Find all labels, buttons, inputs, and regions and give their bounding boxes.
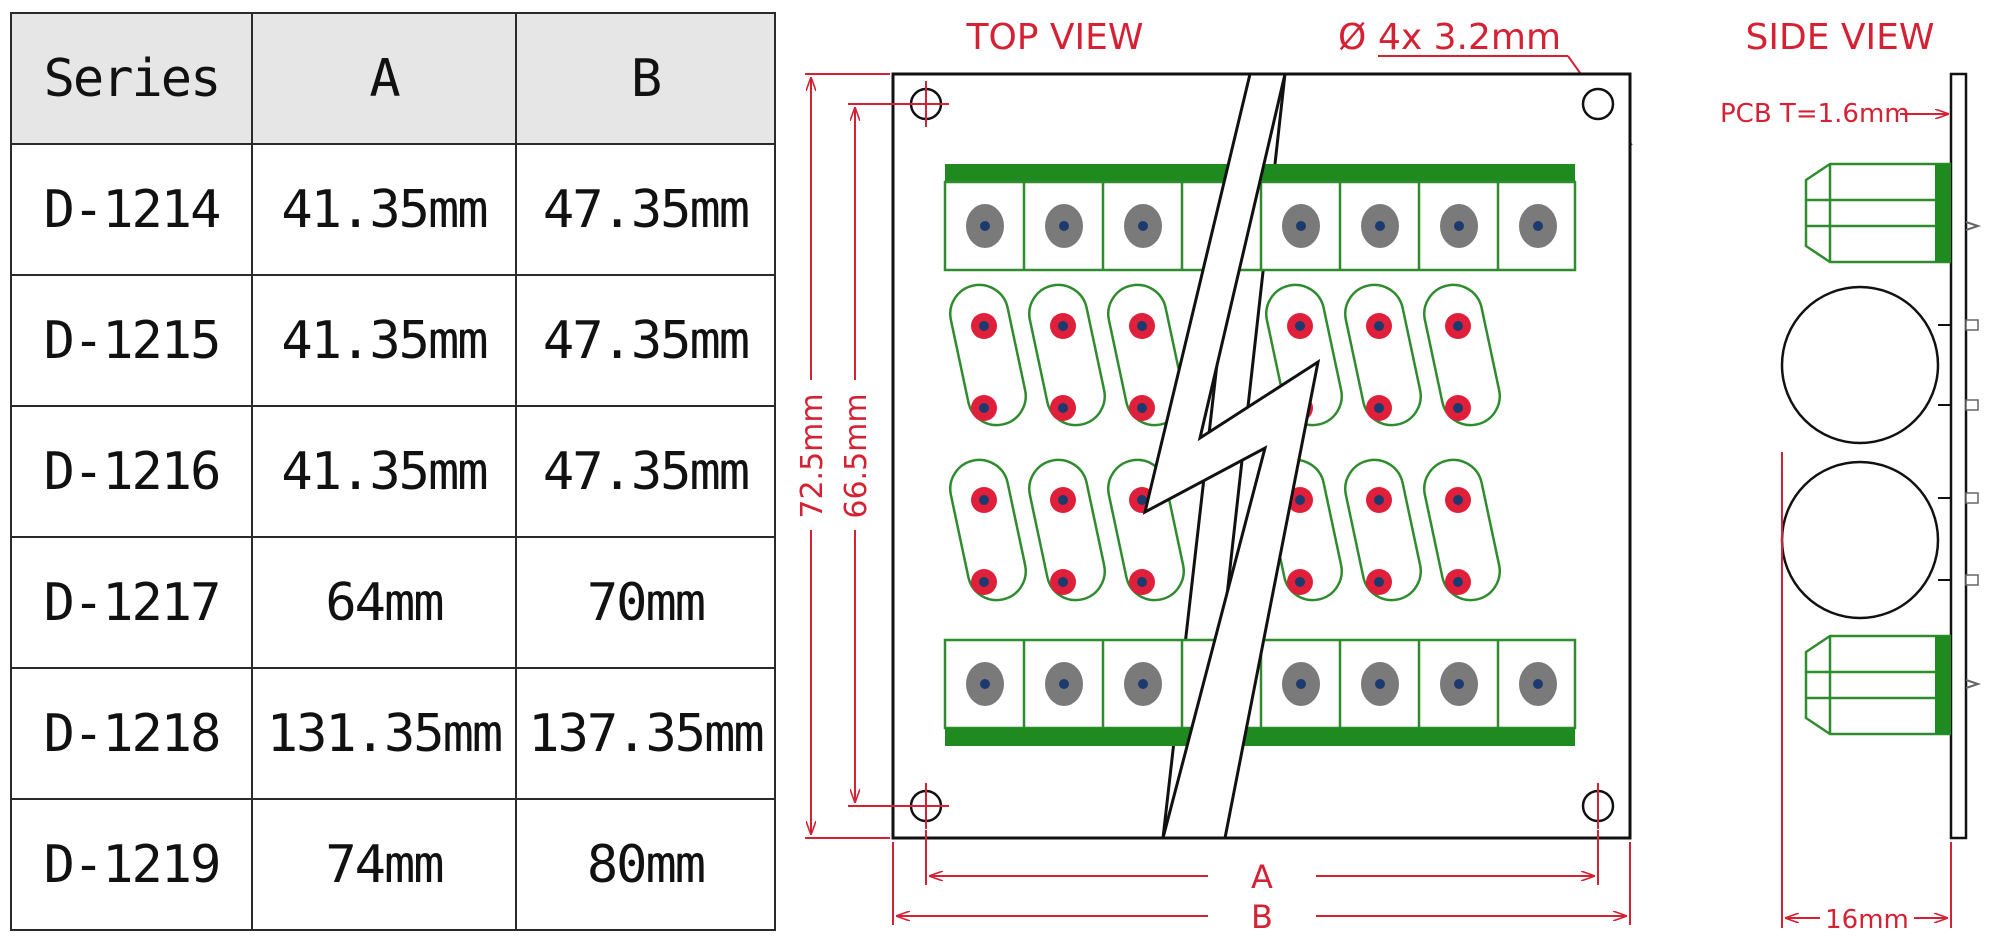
inner-height-label: 66.5mm xyxy=(839,393,874,518)
cell-a: 74mm xyxy=(251,798,517,931)
pcb-edge xyxy=(1949,72,1968,840)
top-view: TOP VIEW Ø 4x 3.2mm xyxy=(795,17,1633,936)
cell-series: D-1214 xyxy=(10,143,253,276)
dimension-inner-height: 66.5mm xyxy=(839,103,905,807)
dimension-outer-height: 72.5mm xyxy=(795,73,890,839)
series-dimension-table: Series A B D-1214 41.35mm 47.35mm D-1215… xyxy=(10,12,776,931)
hole-size-label: 4x 3.2mm xyxy=(1378,17,1561,58)
cell-series: D-1217 xyxy=(10,536,253,669)
mounting-hole xyxy=(903,81,949,127)
mounting-hole xyxy=(903,783,949,829)
dimension-b: B xyxy=(892,842,1631,936)
cell-series: D-1216 xyxy=(10,405,253,538)
top-view-label: TOP VIEW xyxy=(965,17,1143,58)
side-width-label: 16mm xyxy=(1825,905,1909,935)
dim-a-label: A xyxy=(1251,858,1273,896)
table-row: D-1215 41.35mm 47.35mm xyxy=(10,274,776,407)
dimension-a: A xyxy=(925,830,1599,896)
cell-a: 41.35mm xyxy=(251,405,517,538)
pcb-thickness-label: PCB T=1.6mm xyxy=(1720,99,1910,129)
cell-b: 70mm xyxy=(515,536,776,669)
component-footprints xyxy=(949,283,1501,602)
terminal-block-bottom xyxy=(943,638,1577,746)
mounting-hole xyxy=(1581,783,1615,829)
break-symbol xyxy=(1142,72,1321,840)
cell-b: 137.35mm xyxy=(515,667,776,800)
table-row: D-1216 41.35mm 47.35mm xyxy=(10,405,776,538)
header-b: B xyxy=(515,12,776,145)
component-side xyxy=(1780,460,1979,620)
table-header-row: Series A B xyxy=(10,12,776,145)
diameter-symbol: Ø xyxy=(1338,17,1366,58)
cell-a: 41.35mm xyxy=(251,274,517,407)
header-series: Series xyxy=(10,12,253,145)
terminal-block-side-top xyxy=(1804,162,1982,264)
cell-a: 64mm xyxy=(251,536,517,669)
header-a: A xyxy=(251,12,517,145)
cell-b: 47.35mm xyxy=(515,143,776,276)
cell-b: 80mm xyxy=(515,798,776,931)
cell-series: D-1218 xyxy=(10,667,253,800)
terminal-block-side-bottom xyxy=(1804,634,1982,736)
cell-series: D-1219 xyxy=(10,798,253,931)
component-side xyxy=(1780,285,1979,445)
outer-height-label: 72.5mm xyxy=(795,393,830,518)
table-row: D-1214 41.35mm 47.35mm xyxy=(10,143,776,276)
table-row: D-1217 64mm 70mm xyxy=(10,536,776,669)
side-view-label: SIDE VIEW xyxy=(1746,17,1935,58)
table-row: D-1218 131.35mm 137.35mm xyxy=(10,667,776,800)
cell-a: 131.35mm xyxy=(251,667,517,800)
dim-b-label: B xyxy=(1251,898,1273,936)
cell-b: 47.35mm xyxy=(515,405,776,538)
dimension-side-width: 16mm xyxy=(1781,452,1952,935)
mounting-hole xyxy=(1581,87,1615,121)
table-row: D-1219 74mm 80mm xyxy=(10,798,776,931)
side-view: SIDE VIEW PCB T=1.6mm xyxy=(1720,17,1982,935)
cell-b: 47.35mm xyxy=(515,274,776,407)
cell-series: D-1215 xyxy=(10,274,253,407)
cell-a: 41.35mm xyxy=(251,143,517,276)
